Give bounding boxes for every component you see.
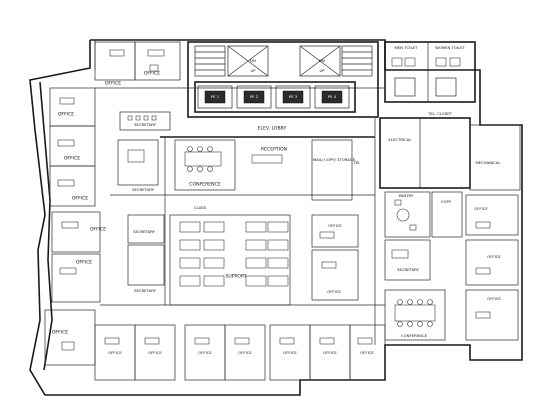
office-label: OFFICE <box>283 350 297 355</box>
office-label: OFFICE <box>360 350 374 355</box>
secretary-label: SECRETARY <box>134 288 157 293</box>
office-label: OFFICE <box>58 112 74 118</box>
east-service-rooms: ELECTRICAL TEL. CLOSET MECHANICAL PANTRY… <box>379 111 521 341</box>
stair-dn-label: DN <box>250 58 256 63</box>
office-label: OFFICE <box>144 71 160 77</box>
stair-up-label: UP <box>250 68 256 73</box>
west-offices: OFFICE OFFICE OFFICE OFFICE OFFICE OFFIC… <box>44 87 106 366</box>
elevator-pe1-label: PE 1 <box>211 94 220 99</box>
class-label: CLASS <box>194 205 207 210</box>
conference-label: CONFERENCE <box>189 182 221 188</box>
men-toilet-label: MEN TOILET <box>395 45 419 50</box>
office-label: OFFICE <box>474 206 488 211</box>
stair-up-label: UP <box>319 68 325 73</box>
office-label: OFFICE <box>327 289 341 294</box>
tel-closet-label: TEL. CLOSET <box>427 111 453 116</box>
toilets: MEN TOILET WOMEN TOILET <box>384 41 476 103</box>
office-label: OFFICE <box>238 350 252 355</box>
office-label: OFFICE <box>148 350 162 355</box>
office-label: OFFICE <box>105 81 121 87</box>
elevator-pe4-label: PE 4 <box>328 94 337 99</box>
pantry-label: PANTRY <box>399 193 414 198</box>
copy-label: COPY <box>441 199 452 204</box>
elev-lobby-label: ELEV. LOBBY <box>258 126 287 132</box>
office-label: OFFICE <box>487 296 501 301</box>
support-workstations: SUPPORT <box>169 214 291 306</box>
office-label: OFFICE <box>52 330 68 336</box>
office-label: OFFICE <box>90 227 106 233</box>
office-label: OFFICE <box>487 254 501 259</box>
office-label: OFFICE <box>76 260 92 266</box>
office-label: OFFICE <box>108 350 122 355</box>
secretary-label: SECRETARY <box>133 229 156 234</box>
office-label: OFFICE <box>328 223 342 228</box>
reception-area: CONFERENCE ELEV. LOBBY RECEPTION MAIL/ C… <box>160 126 375 210</box>
office-label: OFFICE <box>323 350 337 355</box>
women-toilet-label: WOMEN TOILET <box>435 45 465 50</box>
secretary-label: SECRETARY <box>132 187 155 192</box>
elevator-pe2-label: PE 2 <box>250 94 259 99</box>
office-label: OFFICE <box>72 196 88 202</box>
secretary-stations: SECRETARY SECRETARY SECRETARY SECRETARY … <box>117 111 431 293</box>
south-east-conference: CONFERENCE <box>384 289 446 341</box>
secretary-label: SECRETARY <box>397 267 420 272</box>
conference-label: CONFERENCE <box>401 333 428 338</box>
electrical-label: ELECTRICAL <box>388 137 412 142</box>
reception-label: RECEPTION <box>261 147 287 153</box>
office-label: OFFICE <box>64 156 80 162</box>
mechanical-label: MECHANICAL <box>475 160 501 165</box>
corridor-lines <box>95 87 385 345</box>
tel-label: TEL <box>353 160 362 165</box>
secretary-label: SECRETARY <box>134 122 157 127</box>
south-offices: OFFICE OFFICE OFFICE OFFICE OFFICE OFFIC… <box>94 324 386 381</box>
stair-dn-label: DN <box>319 58 325 63</box>
centre-right-offices: OFFICE OFFICE <box>311 214 359 301</box>
north-west-offices: OFFICE OFFICE <box>94 41 181 87</box>
support-label: SUPPORT <box>225 274 246 280</box>
mail-copy-storage-label: MAIL/ COPY/ STORAGE <box>313 157 356 162</box>
office-label: OFFICE <box>198 350 212 355</box>
stair-core: DN UP DN UP PE 1 PE 2 PE 3 PE 4 <box>187 41 379 118</box>
elevator-pe3-label: PE 3 <box>289 94 298 99</box>
